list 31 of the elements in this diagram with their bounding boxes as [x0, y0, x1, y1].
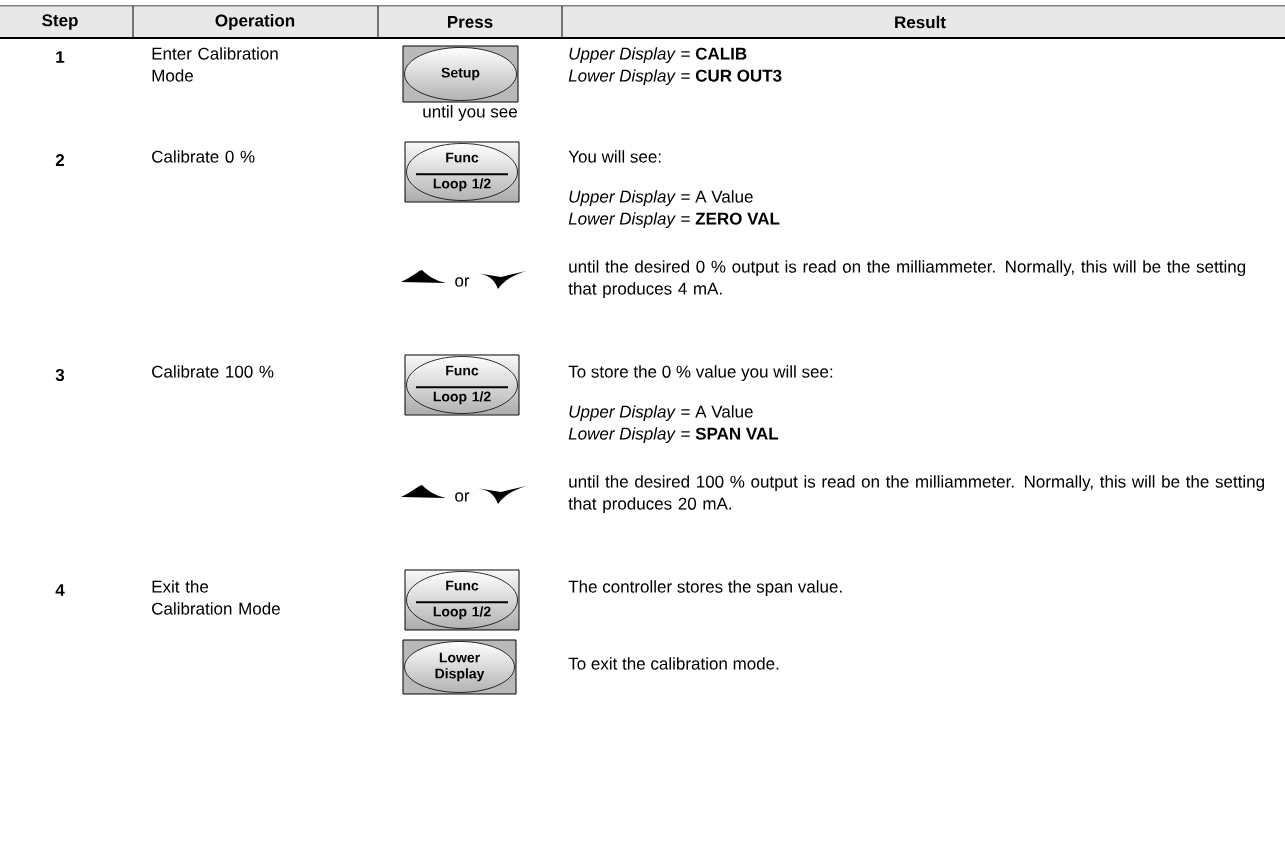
body-text: You will see: — [568, 150, 661, 163]
key-button: Lower Display — [402, 639, 517, 695]
body-text: until the desired 100 % output is read on the milliammeter. Normally, this will be the setting that produces 20 mA. — [568, 475, 1264, 514]
header-cell: Operation — [133, 6, 378, 37]
step-number: 4 — [55, 584, 65, 596]
body-text: Upper Display = A Value — [569, 190, 753, 207]
body-text: Lower Display = CUR OUT3 — [568, 69, 782, 86]
step-number: 2 — [55, 154, 65, 166]
body-text: Lower Display = SPAN VAL — [568, 427, 779, 444]
or-text: or — [455, 492, 470, 502]
body-text: To exit the calibration mode. — [568, 657, 779, 670]
body-text: until the desired 0 % output is read on the milliammeter. Normally, this will be the setting that produces 4 mA. — [568, 260, 1246, 299]
body-text: Calibrate 0 % — [152, 150, 255, 163]
step-number: 3 — [55, 368, 65, 382]
or-text: or — [455, 277, 470, 287]
body-text: The controller stores the span value. — [568, 580, 842, 597]
body-text: Lower Display = ZERO VAL — [568, 212, 780, 229]
key-button: Setup — [402, 45, 519, 103]
body-text: Calibrate 100 % — [152, 365, 274, 378]
step-number: 1 — [56, 51, 65, 63]
key-button: Func Loop 1/2 — [404, 141, 520, 203]
key-button: Func Loop 1/2 — [404, 354, 520, 416]
body-text: Exit the Calibration Mode — [152, 580, 280, 615]
key-button: Func Loop 1/2 — [404, 569, 520, 631]
body-text: Upper Display = A Value — [569, 405, 753, 422]
header-cell: Press — [378, 6, 562, 37]
body-text: To store the 0 % value you will see: — [568, 365, 833, 382]
body-text: until you see — [423, 105, 517, 121]
body-text: Enter Calibration Mode — [152, 47, 278, 82]
body-text: Upper Display = CALIB — [569, 47, 747, 64]
header-cell: Step — [0, 6, 133, 37]
